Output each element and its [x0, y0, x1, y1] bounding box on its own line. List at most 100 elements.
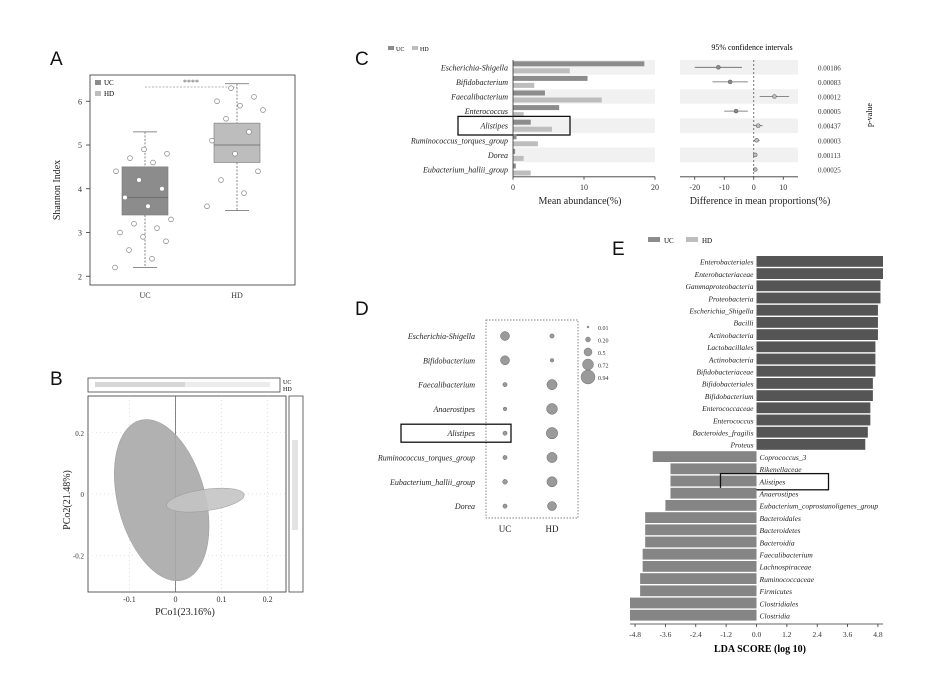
lda-bar — [670, 476, 756, 487]
lda-bar — [757, 341, 876, 352]
a-ytick-label: 2 — [78, 272, 82, 281]
bubble-uc — [503, 431, 507, 435]
bar-hd — [513, 141, 538, 146]
box-hd — [214, 123, 260, 162]
bar-uc — [513, 61, 644, 66]
data-point — [224, 116, 229, 121]
panel-a-xtick-hd: HD — [231, 291, 243, 300]
lda-label: Proteobacteria — [707, 294, 753, 303]
panel-e-legend: UC HD — [648, 237, 712, 245]
data-point — [210, 138, 215, 143]
row-band — [513, 148, 655, 163]
lda-label: Actinobacteria — [708, 355, 754, 364]
panel-c-plot: Escherichia-Shigella0.00186Bifidobacteri… — [410, 60, 841, 192]
data-point — [242, 191, 247, 196]
data-point — [127, 248, 132, 253]
panel-b-legend-hd: HD — [283, 387, 292, 393]
panel-b-xlabel: PCo1(23.16%) — [155, 607, 215, 618]
lda-bar — [757, 256, 884, 267]
bubble-hd — [550, 334, 554, 338]
lda-bar — [757, 354, 876, 365]
panel-e: E UC HD LDA SCORE (log 10) Enterobacteri… — [612, 237, 883, 655]
bar-hd — [513, 127, 552, 132]
lda-label: Coprococcus_3 — [760, 453, 807, 462]
size-legend-dot — [583, 359, 594, 370]
lda-bar — [757, 439, 866, 450]
c-row-label: Ruminococcus_torques_group — [410, 136, 508, 145]
data-point — [151, 160, 156, 165]
lda-label: Proteus — [729, 441, 753, 450]
lda-label: Eubacterium_coprostanoligenes_group — [759, 502, 879, 511]
p-value: 0.00083 — [818, 79, 841, 87]
c-row-label: Escherichia-Shigella — [440, 63, 508, 72]
x-tick-label: -3.6 — [659, 630, 671, 639]
lda-bar — [757, 378, 873, 389]
x-tick-label: 10 — [580, 183, 588, 192]
data-point — [205, 204, 210, 209]
bubble-uc — [501, 332, 510, 341]
b-ytick-label: 0.2 — [75, 430, 84, 438]
bubble-uc — [503, 407, 507, 411]
lda-label: Ruminococcaceae — [759, 575, 815, 584]
lda-label: Bifidobacterium — [705, 392, 754, 401]
panel-e-legend-swatch-hd — [686, 237, 698, 242]
panel-a-letter: A — [50, 49, 63, 70]
lda-bar — [640, 585, 756, 596]
ci-point — [755, 138, 759, 142]
panel-d-plot: Escherichia-ShigellaBifidobacteriumFaeca… — [377, 326, 609, 534]
bar-hd — [513, 68, 570, 73]
x-tick-label: 1.2 — [782, 630, 792, 639]
lda-label: Firmicutes — [759, 587, 793, 596]
x-tick-label: -2.4 — [690, 630, 702, 639]
b-xtick-label: 0.2 — [263, 595, 273, 604]
lda-label: Faecalibacterium — [759, 551, 814, 560]
data-point — [164, 239, 169, 244]
p-value: 0.00025 — [818, 167, 841, 175]
bubble-hd — [548, 502, 557, 511]
lda-bar — [670, 488, 756, 499]
panel-c-legend-swatch-hd — [412, 46, 418, 50]
panel-c-legend: UC HD — [388, 46, 429, 53]
d-row-label: Escherichia-Shigella — [407, 332, 475, 341]
a-ytick-label: 5 — [78, 141, 82, 150]
p-value: 0.00005 — [818, 108, 841, 116]
panel-d: D Escherichia-ShigellaBifidobacteriumFae… — [355, 299, 609, 534]
c-row-label: Enterococcus — [464, 107, 508, 116]
lda-bar — [645, 537, 756, 548]
d-row-label: Bifidobacterium — [423, 356, 475, 365]
data-point — [261, 108, 266, 113]
data-point — [160, 186, 165, 191]
panel-c-letter: C — [355, 49, 369, 70]
size-legend-dot — [587, 326, 589, 328]
panel-e-legend-hd: HD — [702, 237, 712, 245]
panel-e-xlabel: LDA SCORE (log 10) — [714, 644, 806, 655]
p-value: 0.00186 — [818, 64, 841, 72]
panel-c-legend-swatch-uc — [388, 46, 394, 50]
panel-d-letter: D — [355, 299, 369, 320]
bubble-hd — [546, 428, 557, 439]
data-point — [146, 204, 151, 209]
data-point — [238, 103, 243, 108]
lda-label: Lachnospiraceae — [759, 563, 812, 572]
p-value: 0.00113 — [818, 152, 841, 160]
bubble-uc — [503, 504, 507, 508]
panel-a-legend: UC HD — [95, 79, 114, 98]
data-point — [141, 234, 146, 239]
lda-label: Bacteroides_fragilis — [693, 429, 754, 438]
bar-hd — [513, 83, 534, 88]
lda-bar — [630, 598, 757, 609]
diff-tick-label: 0 — [752, 183, 756, 192]
data-point — [233, 151, 238, 156]
lda-bar — [670, 463, 756, 474]
lda-bar — [643, 549, 757, 560]
c-row-label: Dorea — [487, 151, 508, 160]
data-point — [215, 99, 220, 104]
panel-c-diff-xlabel: Difference in mean proportions(%) — [690, 196, 831, 207]
bar-uc — [513, 91, 545, 96]
bubble-hd — [547, 452, 557, 462]
lda-label: Enterobacteriaceae — [694, 270, 755, 279]
panel-a-frame — [90, 75, 295, 285]
panel-b-top-density-uc — [185, 382, 270, 387]
diff-tick-label: -10 — [719, 183, 730, 192]
lda-label: Escherichia_Shigella — [688, 307, 753, 316]
